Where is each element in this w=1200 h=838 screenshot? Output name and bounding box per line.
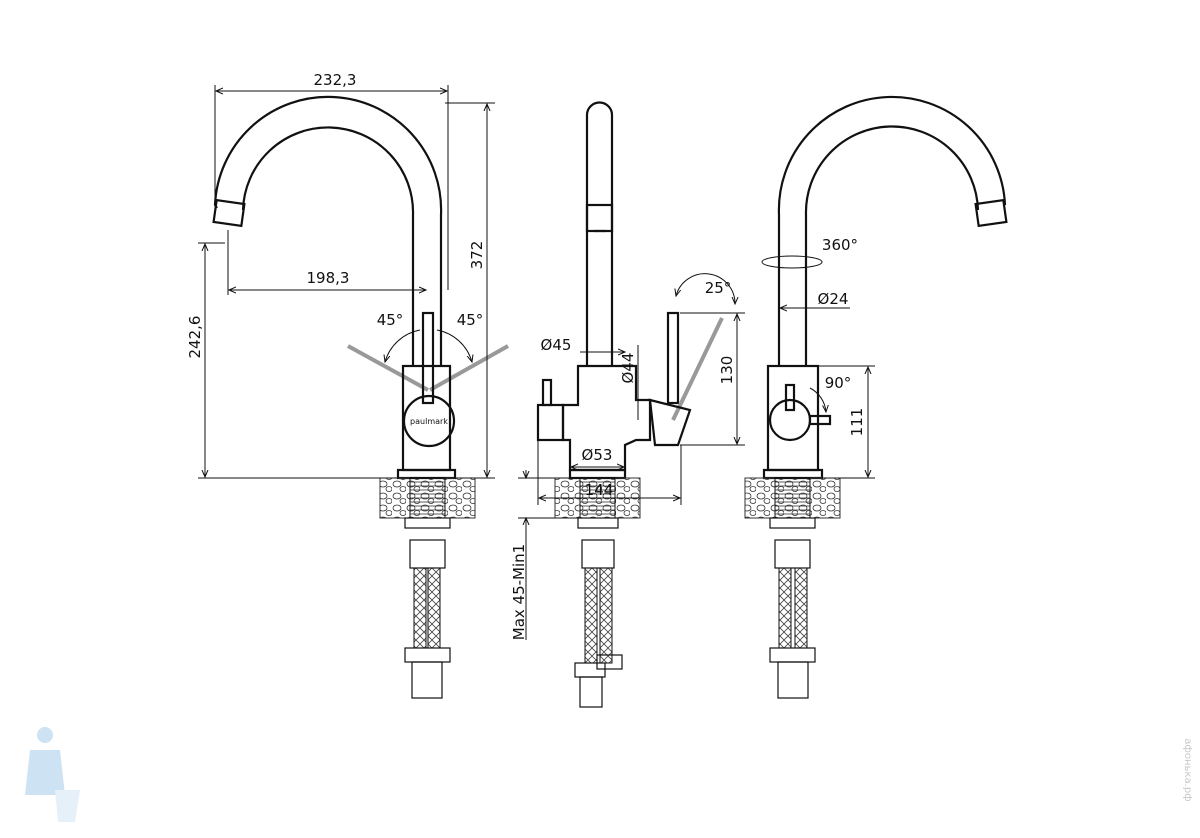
- front-spout-outer: [213, 95, 443, 366]
- dim-spout-diameter: Ø24: [818, 290, 849, 308]
- dim-handle-angle: 90°: [825, 374, 852, 392]
- dim-body-diameter: Ø44: [619, 353, 637, 384]
- dim-base-depth: 144: [585, 481, 614, 499]
- side-view: Ø45 Ø44 130 25° Ø53 144 Max 45-Min1: [510, 101, 745, 708]
- front-base: [396, 468, 457, 480]
- front-lever-rod: [421, 311, 435, 405]
- front-view: paulmark 232,3 198,3 372 242,6 45° 45°: [186, 71, 509, 699]
- dim-mount-thickness: Max 45-Min1: [510, 544, 528, 640]
- dim-lever-height: 130: [718, 356, 736, 385]
- dim-spout-reach: 198,3: [307, 269, 350, 287]
- brand-logo: paulmark: [410, 417, 448, 426]
- watermark-text: афонька.рф: [1182, 738, 1193, 801]
- side-spout: [585, 101, 614, 366]
- back-view: 360° Ø24 90° 111: [744, 95, 1008, 699]
- dim-lever-right-angle: 45°: [457, 311, 484, 329]
- front-lever-left: [347, 344, 429, 392]
- dim-lever-angle: 25°: [705, 279, 732, 297]
- dim-spout-height: 242,6: [186, 316, 204, 359]
- dim-base-diameter: Ø53: [582, 446, 613, 464]
- dim-spout-reach-total: 232,3: [314, 71, 357, 89]
- dim-lever-left-angle: 45°: [377, 311, 404, 329]
- dim-body-height: 111: [848, 408, 866, 437]
- front-lever-right: [429, 344, 509, 392]
- dim-total-height: 372: [468, 241, 486, 270]
- front-logo-disc: [402, 394, 456, 448]
- back-spout-outer: [777, 95, 1007, 366]
- front-spout-inner: [241, 126, 415, 366]
- dim-rotation: 360°: [822, 236, 858, 254]
- dim-tube-diameter: Ø45: [541, 336, 572, 354]
- watermark-mascot: [25, 727, 80, 822]
- front-thread: [409, 477, 446, 519]
- front-nozzle: [212, 198, 246, 228]
- side-lever: [666, 311, 680, 405]
- side-lever-tilted: [671, 317, 724, 421]
